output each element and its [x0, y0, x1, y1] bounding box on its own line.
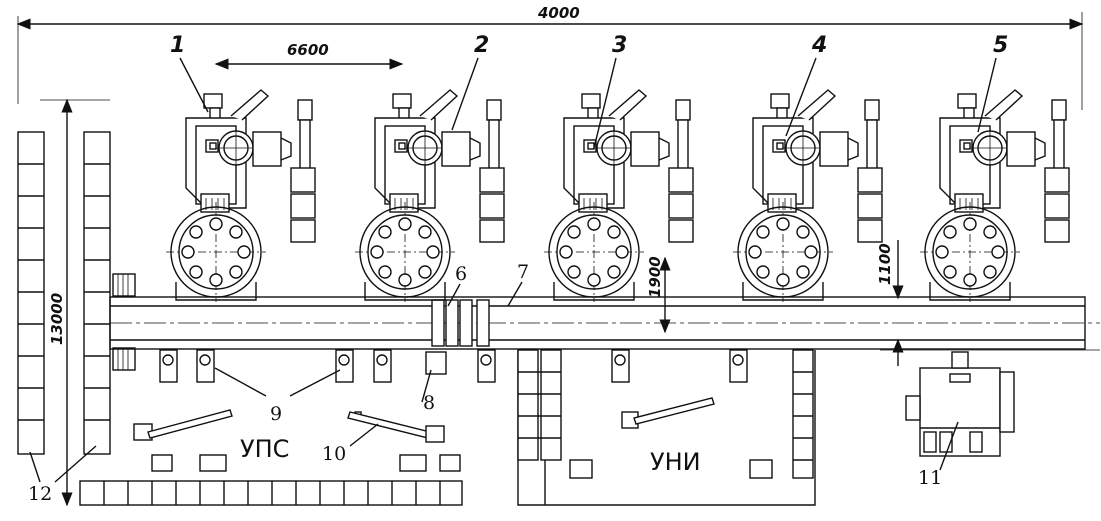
- callout-11: 11: [918, 467, 942, 489]
- aisle-dimension-2: 1100: [876, 243, 894, 285]
- left-storage-racks: [17, 131, 136, 455]
- bottom-rack: [79, 480, 463, 506]
- machine-label-4: 4: [811, 33, 827, 58]
- callout-10: 10: [322, 443, 346, 465]
- pitch-dimension-label: 6600: [287, 41, 329, 59]
- machine-label-3: 3: [612, 33, 627, 58]
- aisle-dimension-1: 1900: [646, 256, 664, 298]
- auxiliary-machine: [905, 351, 1015, 457]
- machine-4: [732, 89, 883, 303]
- callout-6: 6: [455, 263, 467, 285]
- callout-7: 7: [517, 261, 529, 283]
- zone-uni-label: УНИ: [650, 448, 701, 476]
- machine-5: [919, 89, 1070, 303]
- height-dimension-label: 13000: [48, 293, 66, 345]
- machine-3: [543, 89, 694, 303]
- overall-dimension-label: 4000: [537, 4, 580, 22]
- machine-label-2: 2: [474, 33, 489, 58]
- uni-zone: УНИ: [517, 349, 816, 506]
- callout-8: 8: [423, 392, 435, 414]
- workstations: [159, 349, 748, 383]
- ups-zone: УПС: [133, 409, 461, 472]
- machine-label-1: 1: [170, 33, 185, 58]
- zone-ups-label: УПС: [240, 435, 289, 463]
- transport-conveyor: [109, 296, 1100, 350]
- machine-2: [354, 89, 505, 303]
- machine-label-5: 5: [993, 33, 1008, 58]
- machine-1: [165, 89, 316, 303]
- callout-9: 9: [270, 403, 282, 425]
- callout-12: 12: [28, 483, 52, 505]
